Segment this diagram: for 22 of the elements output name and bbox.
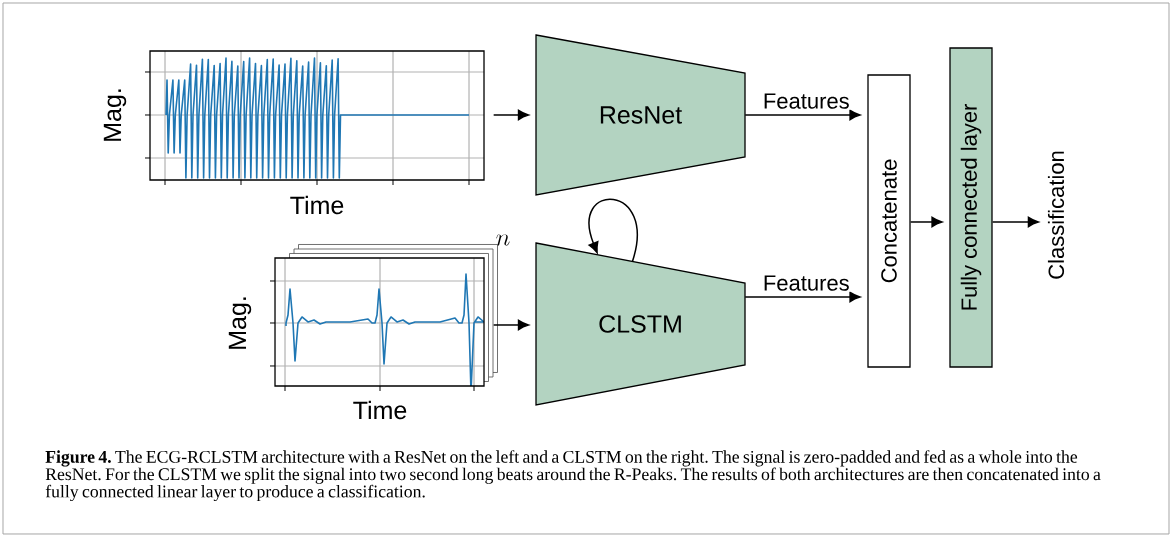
arrow: [588, 198, 638, 262]
layer-box: Concatenate: [867, 74, 911, 368]
arrow: [991, 216, 1039, 228]
arrow: [744, 291, 861, 303]
edge-label: Features: [764, 93, 849, 109]
encoder-trapezoid: CLSTM: [535, 242, 746, 406]
arrow: [492, 319, 529, 331]
axis-label: Time: [353, 400, 407, 420]
axis-label: Time: [290, 195, 344, 215]
encoder-trapezoid: ResNet: [535, 34, 746, 196]
output-label: Classification: [1047, 151, 1065, 279]
arrow: [492, 109, 529, 121]
edge-label: Features: [764, 275, 849, 291]
stack-count-label: $n$: [496, 234, 510, 246]
caption: Figure 4. The ECG-RCLSTM architecture with a ResNet on the left and a CLSTM on the right. The signal is zero-padded and fed as a whole into the ResNet. For the CLSTM we split the signal into two second long beats around the R-Peaks. The results of both architectures are then concatenated into a fully connected linear layer to produce a classification.: [45, 450, 1101, 502]
layer-box: Fully connected layer: [949, 47, 993, 368]
arrow: [909, 216, 943, 228]
ecg-plot-drawing: [144, 50, 485, 186]
axis-label: Mag.: [228, 297, 252, 349]
arrow: [744, 109, 861, 121]
ecg-plot-drawing: [269, 244, 498, 392]
axis-label: Mag.: [103, 89, 127, 141]
